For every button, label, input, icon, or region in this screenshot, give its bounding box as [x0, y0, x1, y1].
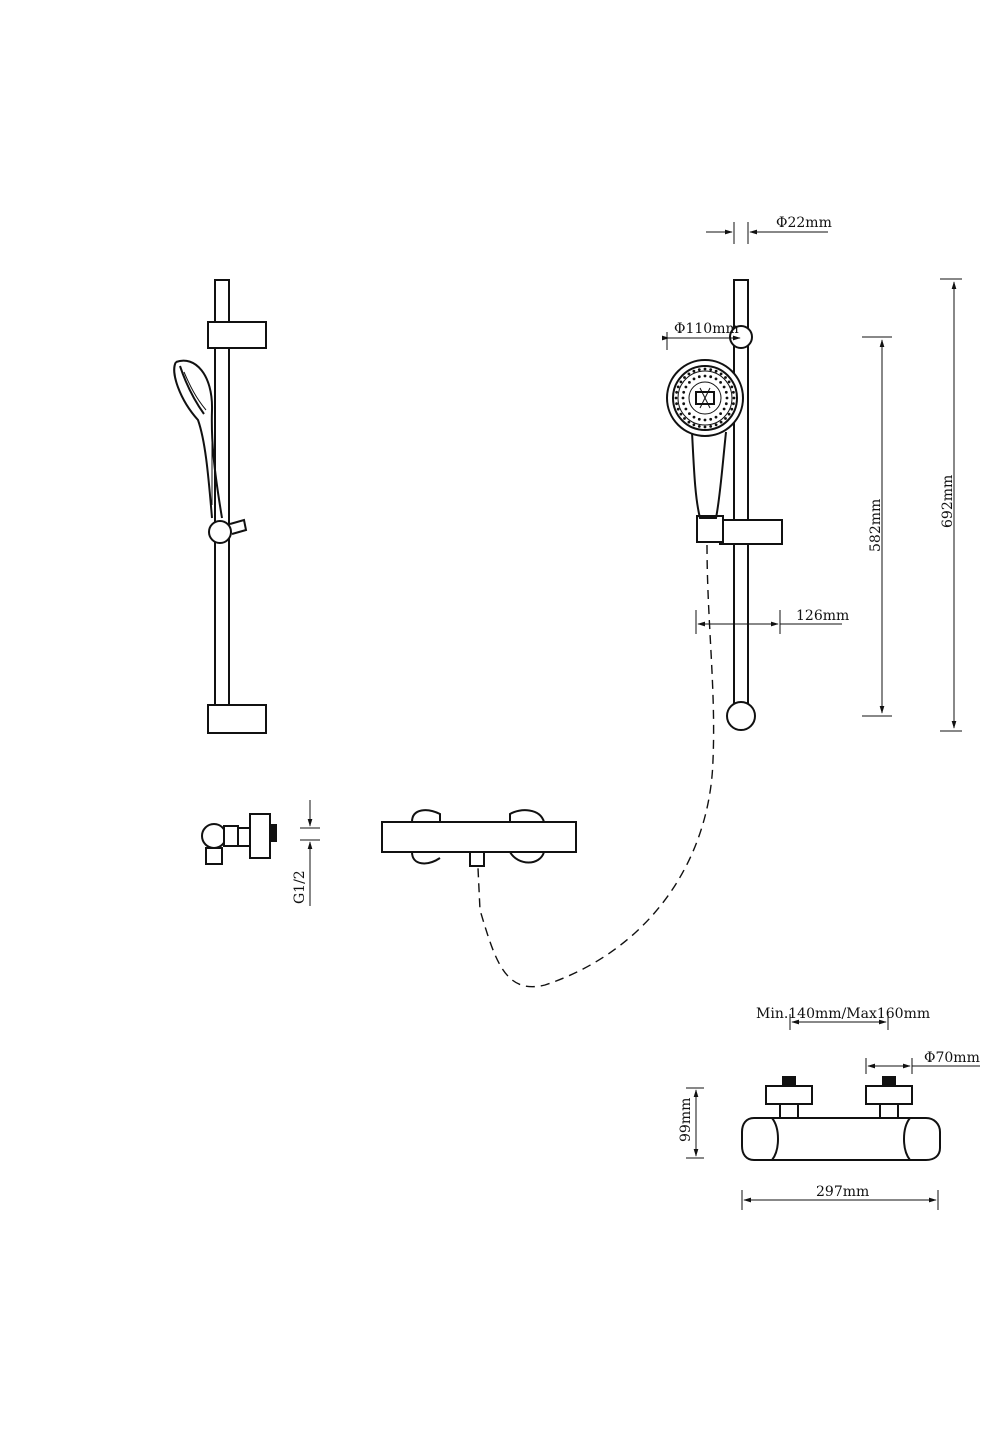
label-692: 692mm	[940, 475, 956, 528]
nozzle-dot	[679, 380, 683, 384]
nozzle-dot	[697, 425, 701, 428]
nozzle-dot	[727, 380, 731, 384]
nozzle-dot	[709, 417, 713, 421]
nozzle-dot	[682, 402, 686, 406]
label-knob-diameter: Φ70mm	[924, 1050, 980, 1066]
thermostatic-mixer-top-view	[741, 1076, 941, 1161]
wall-connector-side-view	[201, 813, 277, 865]
nozzle-dot	[688, 381, 691, 384]
nozzle-dot	[714, 423, 718, 427]
side-bottom-bracket	[207, 704, 267, 734]
nozzle-dot	[675, 390, 678, 394]
label-head-diameter: Φ110mm	[674, 321, 739, 337]
front-holder-cup	[696, 515, 724, 543]
label-valve-height: 99mm	[678, 1098, 694, 1142]
side-handshower	[173, 359, 223, 519]
nozzle-dot	[709, 425, 713, 428]
shower-hose	[477, 544, 715, 988]
dim-head-diameter	[661, 332, 741, 350]
nozzle-dot	[697, 417, 701, 421]
nozzle-dot	[732, 390, 735, 394]
nozzle-dot	[687, 420, 691, 424]
side-view-slide-bar	[173, 279, 267, 734]
nozzle-dot	[682, 390, 686, 394]
side-slider-knob	[208, 520, 232, 544]
thermostatic-mixer-front	[381, 809, 577, 867]
dim-valve-height	[686, 1087, 704, 1159]
nozzle-dot	[692, 423, 696, 427]
nozzle-dot	[732, 402, 735, 406]
label-582: 582mm	[868, 499, 884, 552]
side-slider-holder	[229, 518, 248, 535]
nozzle-dot	[719, 412, 722, 415]
front-top-cap	[729, 325, 753, 349]
nozzle-dot	[719, 420, 723, 424]
label-holder-offset: 126mm	[796, 608, 849, 624]
nozzle-dot	[725, 396, 729, 400]
dim-center-distance	[789, 1014, 889, 1030]
nozzle-dot	[732, 396, 736, 400]
nozzle-dot	[684, 407, 688, 411]
nozzle-dot	[722, 407, 726, 411]
nozzle-dot	[714, 369, 718, 373]
label-bar-diameter: Φ22mm	[776, 215, 832, 231]
nozzle-dot	[692, 369, 696, 373]
nozzle-dot	[684, 385, 688, 389]
nozzle-dot	[683, 417, 686, 420]
nozzle-dot	[681, 396, 685, 400]
nozzle-dot	[703, 374, 707, 378]
dim-inlet-thread	[300, 800, 320, 906]
front-view-slide-bar	[666, 279, 783, 731]
nozzle-dot	[730, 385, 734, 389]
nozzle-dot	[679, 412, 683, 416]
nozzle-dot	[692, 377, 696, 381]
nozzle-dot	[724, 402, 728, 406]
label-center-distance: Min.140mm/Max160mm	[756, 1006, 930, 1022]
dim-582	[862, 336, 892, 717]
front-handshower	[666, 359, 744, 519]
nozzle-dot	[675, 402, 678, 406]
nozzle-dot	[676, 385, 680, 389]
nozzle-dot	[719, 372, 723, 376]
nozzle-dot	[724, 417, 727, 420]
label-inlet-thread: G1/2	[292, 870, 308, 904]
label-valve-width: 297mm	[816, 1184, 869, 1200]
nozzle-dot	[709, 368, 713, 371]
nozzle-dot	[683, 376, 686, 379]
nozzle-dot	[703, 425, 707, 429]
front-slider	[719, 519, 783, 545]
nozzle-dot	[727, 412, 731, 416]
nozzle-dot	[714, 377, 718, 381]
nozzle-dot	[703, 367, 707, 371]
side-top-bracket	[207, 321, 267, 349]
nozzle-dot	[697, 368, 701, 371]
nozzle-dot	[676, 407, 680, 411]
dim-knob-diameter	[865, 1058, 980, 1074]
dim-holder-offset	[695, 610, 842, 634]
nozzle-dot	[724, 390, 728, 394]
nozzle-dot	[722, 385, 726, 389]
nozzle-dot	[692, 415, 696, 419]
dim-valve-width	[741, 1190, 939, 1210]
nozzle-dot	[674, 396, 678, 400]
nozzle-dot	[730, 407, 734, 411]
nozzle-dot	[703, 418, 707, 422]
front-bottom-cap	[726, 701, 756, 731]
nozzle-dot	[724, 376, 727, 379]
nozzle-dot	[687, 372, 691, 376]
nozzle-dot	[714, 415, 718, 419]
nozzle-dot	[697, 375, 701, 379]
nozzle-dot	[719, 381, 722, 384]
nozzle-dot	[709, 375, 713, 379]
dim-bar-diameter	[706, 222, 828, 244]
dim-692	[940, 278, 962, 732]
nozzle-dot	[688, 412, 691, 415]
